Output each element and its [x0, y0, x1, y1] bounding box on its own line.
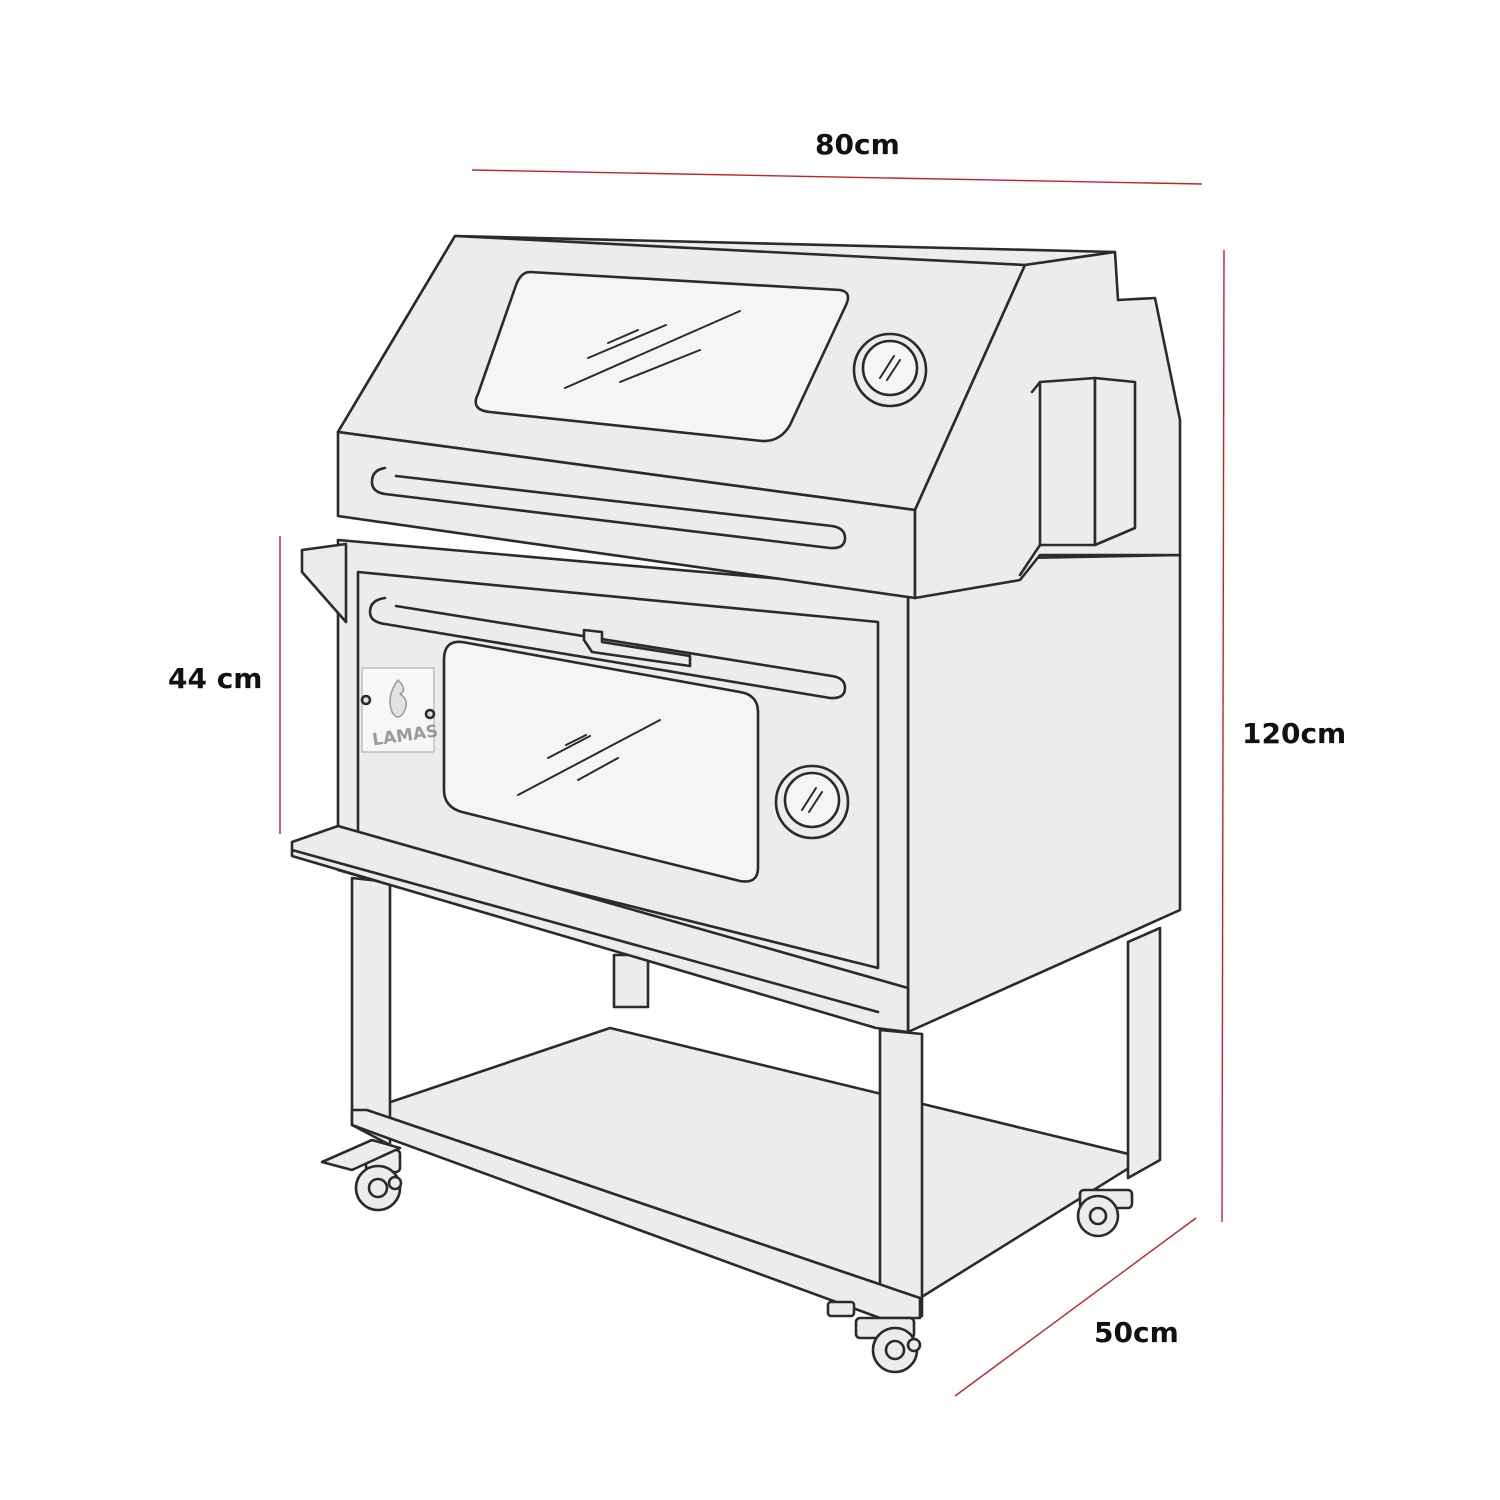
- height-dimension-label: 120cm: [1242, 717, 1347, 750]
- back-right-leg: [1126, 926, 1162, 1180]
- side-control-box: [1018, 376, 1137, 577]
- door-latch: [582, 628, 692, 668]
- lower-thermometer-gauge: [774, 764, 850, 840]
- upper-thermometer-gauge: [852, 332, 928, 408]
- front-lip: [290, 824, 910, 1034]
- front-left-caster: [320, 1138, 403, 1212]
- back-left-leg: [612, 953, 650, 1009]
- side-tray: [300, 542, 348, 624]
- back-right-caster: [1076, 1188, 1134, 1238]
- depth-dimension-line: [954, 1217, 1197, 1397]
- front-right-caster: [854, 1316, 922, 1374]
- front-left-leg: [350, 876, 392, 1147]
- shelf-front-rail: [350, 1108, 922, 1320]
- lid-handle: [370, 466, 847, 550]
- flame-logo-icon: [389, 679, 407, 718]
- width-dimension-label: 80cm: [815, 128, 900, 161]
- logo-plate: [360, 667, 436, 753]
- lower-window: [442, 640, 760, 883]
- height-dimension-line: [1221, 249, 1225, 1223]
- back-left-caster: [826, 1300, 856, 1318]
- front-right-leg: [878, 1028, 924, 1320]
- width-dimension-line: [471, 169, 1203, 185]
- drawer-height-dimension-label: 44 cm: [168, 662, 263, 695]
- depth-dimension-label: 50cm: [1094, 1316, 1179, 1349]
- upper-window: [474, 270, 850, 443]
